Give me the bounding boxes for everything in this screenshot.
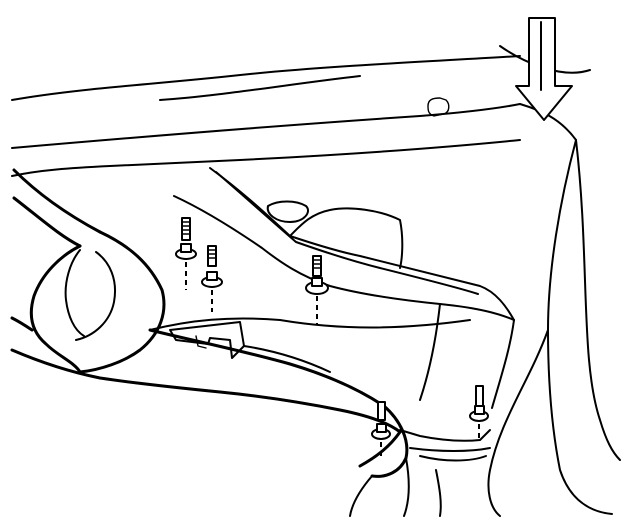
exhaust-pipe: [10, 168, 442, 517]
down-arrow-icon: [515, 17, 573, 121]
fastener-2: [201, 245, 223, 312]
heat-shield: [149, 167, 515, 409]
fastener-4: [371, 401, 391, 460]
body-side-contour: [487, 45, 621, 517]
fastener-5: [469, 385, 489, 442]
lower-bracket: [169, 321, 491, 462]
upper-body-panel: [11, 55, 521, 177]
fastener-3: [305, 255, 329, 324]
fastener-1: [175, 217, 197, 290]
